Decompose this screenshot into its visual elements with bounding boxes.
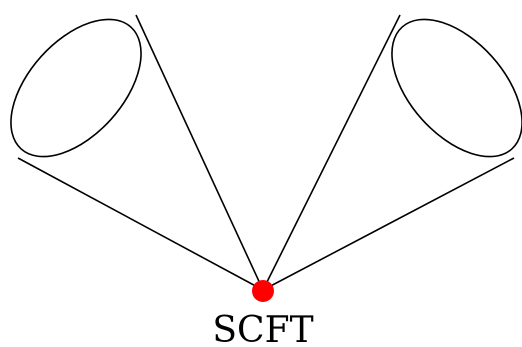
apex-point (252, 280, 274, 302)
left-cone-lower-edge (17, 157, 264, 291)
left-cone-rim (10, 18, 142, 158)
right-cone (262, 14, 522, 291)
apex-label: SCFT (212, 310, 313, 347)
right-cone-upper-edge (262, 14, 401, 291)
right-cone-lower-edge (262, 157, 515, 291)
left-cone (10, 14, 264, 291)
left-cone-upper-edge (135, 14, 264, 291)
right-cone-rim (391, 18, 522, 158)
